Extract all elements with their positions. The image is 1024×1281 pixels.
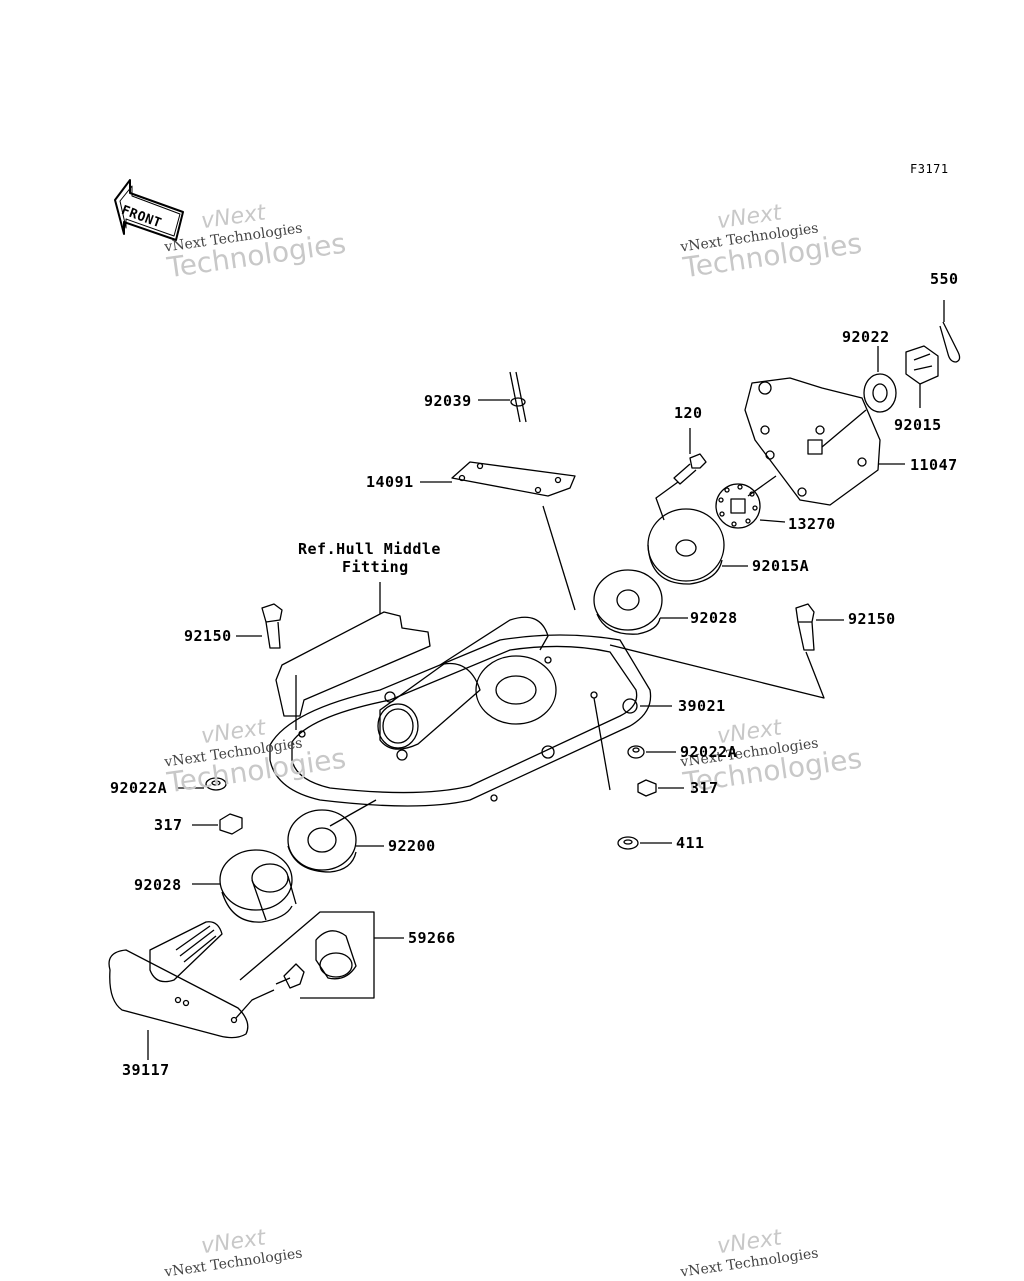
reference-note-line1: Ref.Hull Middle <box>298 540 441 558</box>
part-group-59266 <box>235 911 404 1019</box>
washer-411-part <box>617 836 672 850</box>
lever-arm-39117-part <box>108 921 249 1060</box>
part-label-11047: 11047 <box>910 456 958 474</box>
part-label-92022: 92022 <box>842 328 890 346</box>
washer-92022A-right-part <box>627 745 676 759</box>
collar-92028-top-part <box>593 569 688 635</box>
part-label-13270: 13270 <box>788 515 836 533</box>
part-label-92022A-left: 92022A <box>110 779 168 797</box>
part-label-92015A: 92015A <box>752 557 810 575</box>
bracket-plate-11047-part <box>744 377 905 506</box>
part-label-92028-bottom: 92028 <box>134 876 182 894</box>
washer-92022A-left-part <box>178 777 227 791</box>
washer-92200-part <box>287 809 384 873</box>
bolt-120-part <box>655 428 707 521</box>
part-label-92022A-right: 92022A <box>680 743 738 761</box>
front-arrow-icon <box>114 179 184 241</box>
reference-note-line2: Fitting <box>342 558 409 576</box>
disc-13270-part <box>715 475 786 529</box>
part-label-14091: 14091 <box>366 473 414 491</box>
nut-317-right-part <box>637 779 684 797</box>
plate-14091-part <box>420 461 576 611</box>
part-label-39021: 39021 <box>678 697 726 715</box>
part-label-39117: 39117 <box>122 1061 170 1079</box>
washer-92022-part <box>863 346 897 413</box>
diagram-code: F3171 <box>910 162 949 176</box>
part-label-550: 550 <box>930 270 959 288</box>
castle-nut-92015-part <box>905 345 939 408</box>
part-label-411: 411 <box>676 834 705 852</box>
part-label-59266: 59266 <box>408 929 456 947</box>
hull-fitting-bracket <box>275 582 431 730</box>
part-label-317-right: 317 <box>690 779 719 797</box>
part-label-120: 120 <box>674 404 703 422</box>
cotter-pin-part <box>939 300 961 363</box>
bolt-92150-right-part <box>609 603 844 699</box>
bolt-92150-left-part <box>236 603 283 649</box>
part-label-92200: 92200 <box>388 837 436 855</box>
part-label-92150-left: 92150 <box>184 627 232 645</box>
nut-317-left-part <box>192 813 243 835</box>
part-label-317-left: 317 <box>154 816 183 834</box>
pin-92039-part <box>478 371 527 423</box>
part-label-92150-right: 92150 <box>848 610 896 628</box>
bushing-92015A-part <box>647 508 748 585</box>
part-label-92039: 92039 <box>424 392 472 410</box>
part-label-92015: 92015 <box>894 416 942 434</box>
collar-92028-bottom-part <box>192 849 297 923</box>
part-label-92028-top: 92028 <box>690 609 738 627</box>
